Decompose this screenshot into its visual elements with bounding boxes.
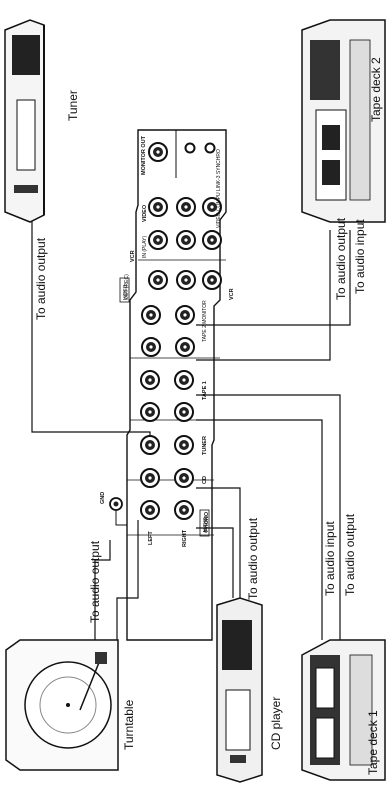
tape1-jacks (140, 370, 194, 422)
vcr-in-jacks (148, 230, 222, 250)
rear-panel (109, 129, 227, 641)
cd-audio-output-label: To audio output (246, 517, 260, 600)
video-jacks (148, 197, 222, 217)
cable-cd (196, 527, 234, 598)
panel-labels: MONITOR OUT VIDEO COMPU LINK-3 SYNCHRO V… (100, 135, 235, 547)
video-tag-box (119, 277, 130, 303)
label-tape1: TAPE 1 (202, 381, 208, 400)
label-phono: PHONO (204, 511, 210, 532)
tuner-label: Tuner (66, 90, 80, 121)
cable-turntable-2 (94, 540, 111, 640)
label-video-compu: VIDEO COMPU LINK-3 SYNCHRO (216, 149, 222, 228)
cable-deck1-in (196, 419, 323, 640)
deck1-audio-output-label: To audio output (343, 513, 357, 596)
label-left: LEFT (148, 531, 154, 545)
deck2-audio-input-label: To audio input (353, 219, 367, 294)
compu-link-jack (184, 142, 196, 154)
cable-deck2-out (196, 230, 331, 361)
cable-tuner (31, 200, 151, 436)
tape-deck-1-label: Tape deck 1 (366, 710, 380, 775)
tape-deck-1-device (301, 639, 386, 781)
tuner-device (4, 19, 45, 223)
label-tuner: TUNER (202, 436, 208, 455)
phono-jacks (140, 500, 194, 520)
cd-player-label: CD player (269, 697, 283, 750)
deck1-audio-input-label: To audio input (323, 521, 337, 596)
label-video-tag: VIDEO (123, 284, 129, 300)
tape-deck-2-label: Tape deck 2 (369, 57, 383, 122)
monitor-out-jack (148, 142, 168, 162)
turntable-audio-output-label: To audio output (88, 540, 102, 623)
label-right: RIGHT (182, 529, 188, 547)
label-vcr: VCR (130, 250, 136, 262)
tape2-jacks (141, 305, 195, 357)
turntable-device (5, 639, 119, 771)
label-audio: AUDIO (203, 517, 209, 533)
cd-jacks (140, 468, 194, 488)
cable-deck2-in (196, 230, 351, 326)
label-cd: CD (202, 476, 208, 484)
gnd-terminal (109, 497, 127, 526)
tuner-audio-output-label: To audio output (34, 237, 48, 320)
label-vcr-right: VCR (229, 288, 235, 300)
deck2-audio-output-label: To audio output (334, 217, 348, 300)
audio-tag-box (199, 509, 210, 537)
label-tape2: TAPE 2 MONITOR (202, 300, 208, 342)
cable-cd-2 (196, 487, 241, 598)
cd-player-device (216, 597, 263, 783)
label-out-rec: OUT (REC) (124, 274, 130, 300)
turntable-label: Turntable (122, 699, 136, 750)
label-gnd: GND (100, 492, 106, 504)
tuner-jacks (140, 435, 194, 455)
tape-deck-2-device (301, 19, 386, 223)
label-video: VIDEO (142, 204, 148, 222)
vcr-out-jacks (148, 270, 222, 290)
label-monitor-out: MONITOR OUT (141, 135, 147, 175)
compu-link-jack (204, 142, 216, 154)
cables (31, 200, 351, 640)
cable-deck1-out (196, 394, 341, 640)
cable-turntable (116, 520, 139, 640)
label-in-play: IN (PLAY) (142, 236, 148, 258)
